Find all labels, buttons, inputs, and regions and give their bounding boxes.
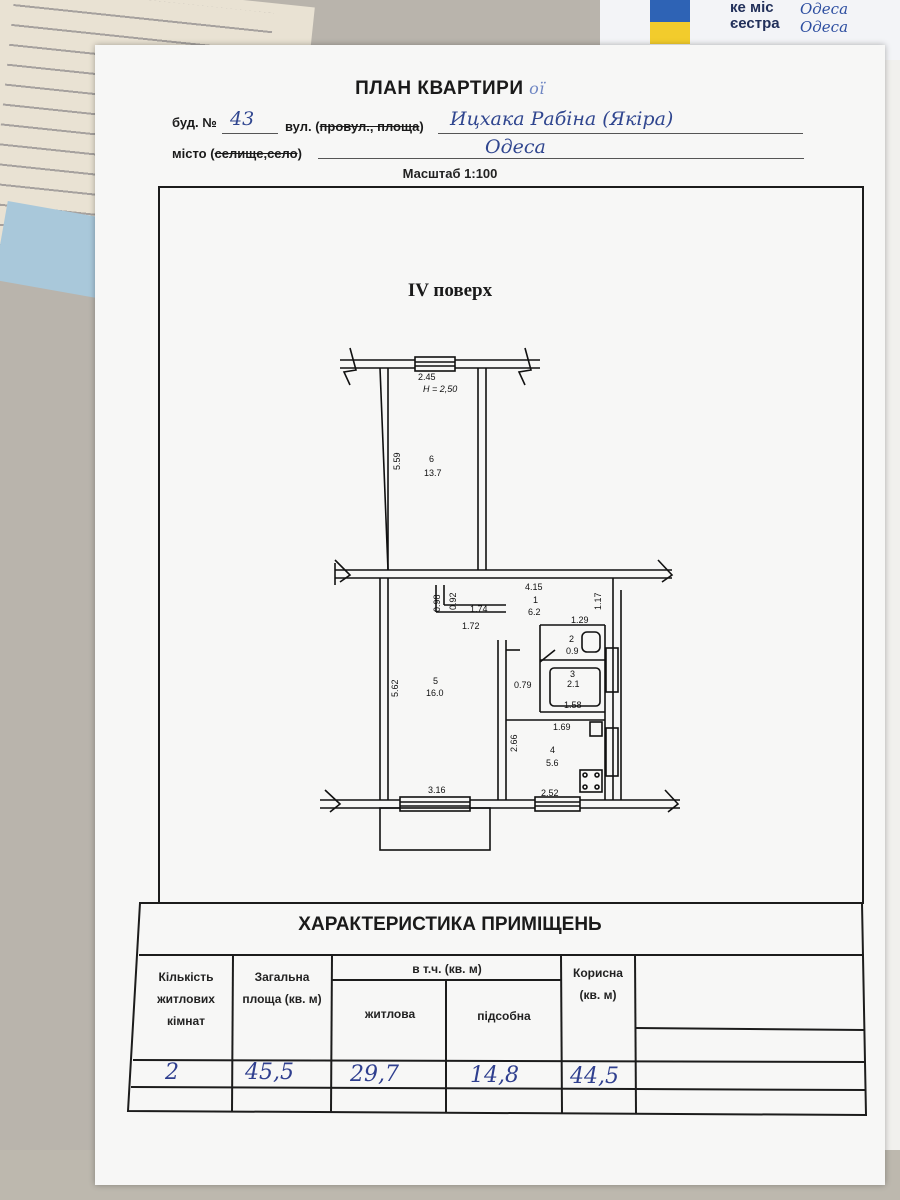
value-useful: 44,5 bbox=[570, 1064, 619, 1089]
background-handwriting: Одеса Одеса bbox=[800, 0, 900, 60]
house-number-underline bbox=[222, 133, 278, 134]
value-rooms-count: 2 bbox=[165, 1060, 179, 1085]
header-living: житлова bbox=[364, 1007, 416, 1021]
header-including: в т.ч. (кв. м) bbox=[412, 962, 482, 976]
dim-room5-width: 3.16 bbox=[428, 785, 446, 795]
value-total-area: 45,5 bbox=[245, 1060, 294, 1085]
house-row-label: буд. № bbox=[172, 115, 217, 130]
dim-172: 1.72 bbox=[462, 621, 480, 631]
dim-balcony-width: 2.45 bbox=[418, 372, 436, 382]
handwriting-line-2: Одеса bbox=[800, 18, 849, 36]
title-text: ПЛАН КВАРТИРИ bbox=[355, 78, 524, 99]
city-value: Одеса bbox=[485, 136, 546, 158]
room-5-area: 16.0 bbox=[426, 688, 444, 698]
room-1-number: 1 bbox=[533, 595, 538, 605]
floor-plan-sheet bbox=[95, 45, 885, 1185]
room-2-number: 2 bbox=[569, 634, 574, 644]
city-row-label: місто (селище,село) bbox=[172, 146, 302, 161]
dim-169: 1.69 bbox=[553, 722, 571, 732]
scale-label: Масштаб 1:100 bbox=[402, 166, 498, 181]
value-living: 29,7 bbox=[350, 1062, 399, 1087]
room-3-area: 2.1 bbox=[567, 679, 580, 689]
room-6-number: 6 bbox=[429, 454, 434, 464]
handwriting-line-1: Одеса bbox=[800, 0, 849, 18]
dim-129: 1.29 bbox=[571, 615, 589, 625]
room-5-number: 5 bbox=[433, 676, 438, 686]
room-3-number: 3 bbox=[570, 669, 575, 679]
street-value: Ицхака Рабіна (Якіра) bbox=[450, 108, 674, 130]
room-1-area: 6.2 bbox=[528, 607, 541, 617]
city-label-end: ) bbox=[297, 146, 302, 161]
dim-098: 0.98 bbox=[432, 594, 442, 612]
street-row-label: вул. (провул., площа) bbox=[285, 119, 424, 134]
characteristics-table-grid bbox=[126, 902, 868, 1117]
header-useful: Корисна (кв. м) bbox=[573, 966, 623, 1002]
house-number-value: 43 bbox=[230, 108, 255, 130]
background-heading: ке міс єестра bbox=[730, 0, 780, 32]
header-total-area: Загальна площа (кв. м) bbox=[242, 970, 322, 1006]
dim-158: 1.58 bbox=[564, 700, 582, 710]
dim-room5-length: 5.62 bbox=[390, 679, 400, 697]
room-2-area: 0.9 bbox=[566, 646, 579, 656]
table-title: ХАРАКТЕРИСТИКА ПРИМІЩЕНЬ bbox=[298, 914, 602, 935]
flag-yellow-stripe bbox=[650, 22, 690, 44]
dim-117: 1.17 bbox=[593, 592, 603, 610]
title-scribble: ої bbox=[523, 79, 545, 98]
room-4-area: 5.6 bbox=[546, 758, 559, 768]
value-auxiliary: 14,8 bbox=[470, 1063, 519, 1088]
dim-hall-width: 4.15 bbox=[525, 582, 543, 592]
flag-blue-stripe bbox=[650, 0, 690, 22]
dim-092: 0.92 bbox=[448, 592, 458, 610]
dim-room6-length: 5.59 bbox=[392, 452, 402, 470]
ceiling-height: H = 2,50 bbox=[423, 384, 457, 394]
house-label: буд. № bbox=[172, 115, 217, 130]
street-label-struck: провул., площа bbox=[319, 119, 420, 134]
street-label-end: ) bbox=[419, 119, 424, 134]
city-label: місто ( bbox=[172, 146, 215, 161]
dim-kitchen-width: 2.52 bbox=[541, 788, 559, 798]
page-title: ПЛАН КВАРТИРИ ої bbox=[0, 78, 900, 100]
plan-labels: 2.45 H = 2,50 5.59 6 13.7 4.15 0.98 0.92… bbox=[390, 372, 603, 798]
dim-174: 1.74 bbox=[470, 604, 488, 614]
dim-kitchen-length: 2.66 bbox=[509, 734, 519, 752]
city-label-struck: селище,село bbox=[214, 146, 298, 161]
header-auxiliary: підсобна bbox=[477, 1009, 531, 1023]
room-6-area: 13.7 bbox=[424, 468, 442, 478]
dim-079: 0.79 bbox=[514, 680, 532, 690]
plan-walls bbox=[320, 347, 680, 851]
floor-label: IV поверх bbox=[407, 280, 493, 301]
street-underline bbox=[438, 133, 803, 134]
street-label: вул. ( bbox=[285, 119, 320, 134]
room-4-number: 4 bbox=[550, 745, 555, 755]
header-rooms-count: Кількість житлових кімнат bbox=[157, 970, 215, 1028]
city-underline bbox=[318, 158, 804, 159]
